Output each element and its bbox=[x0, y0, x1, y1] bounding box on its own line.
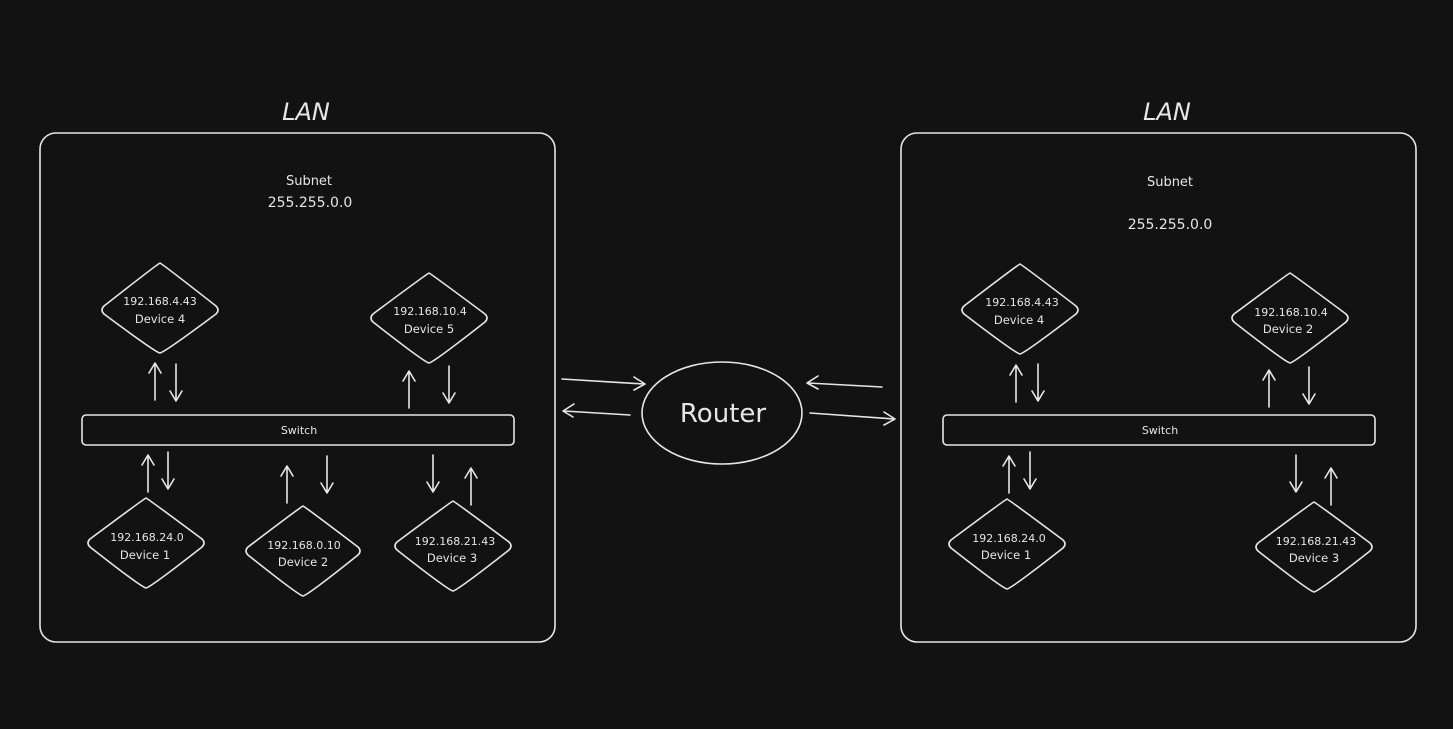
uplink-arrow bbox=[1009, 364, 1023, 403]
downlink-arrow bbox=[169, 363, 183, 402]
uplink-arrow bbox=[402, 370, 416, 409]
device-node-diamond bbox=[1231, 272, 1349, 364]
device-name: Device 1 bbox=[120, 548, 170, 562]
device-ip: 192.168.21.43 bbox=[415, 535, 495, 548]
lan-right-device-1: 192.168.24.0 Device 1 bbox=[948, 498, 1066, 590]
downlink-arrow bbox=[1031, 363, 1045, 402]
lan-right-switch bbox=[942, 414, 1376, 446]
uplink-arrow bbox=[464, 467, 478, 506]
lan-left-subnet-mask: 255.255.0.0 bbox=[268, 195, 353, 211]
lan-right-device-2: 192.168.10.4 Device 2 bbox=[1231, 272, 1349, 364]
device-name: Device 2 bbox=[1263, 322, 1313, 336]
device-node-diamond bbox=[394, 500, 512, 592]
lan-left-device-2: 192.168.0.10 Device 2 bbox=[245, 505, 361, 597]
device-node-diamond bbox=[961, 263, 1079, 355]
lan-right-device-3: 192.168.21.43 Device 3 bbox=[1255, 501, 1373, 593]
device-node-diamond bbox=[370, 272, 488, 364]
lan-left-title: LAN bbox=[282, 98, 330, 126]
device-node-diamond bbox=[87, 497, 205, 589]
device-name: Device 3 bbox=[1289, 551, 1339, 565]
uplink-arrow bbox=[148, 362, 162, 401]
lan-right-subnet-label: Subnet bbox=[1147, 175, 1193, 190]
device-ip: 192.168.10.4 bbox=[393, 305, 466, 318]
lan-left-device-4: 192.168.4.43 Device 4 bbox=[101, 262, 219, 354]
device-ip: 192.168.21.43 bbox=[1276, 535, 1356, 548]
lan-left-subnet-label: Subnet bbox=[286, 174, 332, 189]
lan-right-device-4: 192.168.4.43 Device 4 bbox=[961, 263, 1079, 355]
device-name: Device 1 bbox=[981, 548, 1031, 562]
device-name: Device 4 bbox=[135, 312, 185, 326]
device-name: Device 5 bbox=[404, 322, 454, 336]
device-ip: 192.168.4.43 bbox=[123, 295, 196, 308]
device-name: Device 3 bbox=[427, 551, 477, 565]
device-name: Device 2 bbox=[278, 555, 328, 569]
device-node-diamond bbox=[101, 262, 219, 354]
device-name: Device 4 bbox=[994, 313, 1044, 327]
lan-right: LAN Subnet 255.255.0.0 Switch 192.168.4.… bbox=[900, 98, 1417, 643]
lan-right-switch-label: Switch bbox=[1142, 424, 1178, 437]
downlink-arrow bbox=[1289, 454, 1303, 493]
router: Router bbox=[561, 361, 896, 465]
uplink-arrow bbox=[280, 465, 294, 504]
lan-left-boundary bbox=[39, 132, 556, 643]
device-ip: 192.168.24.0 bbox=[972, 532, 1045, 545]
router-label: Router bbox=[680, 399, 766, 429]
lan-left: LAN Subnet 255.255.0.0 Switch 192.168.4.… bbox=[39, 98, 556, 643]
lan-right-subnet-mask: 255.255.0.0 bbox=[1128, 217, 1213, 233]
router-link-arrow-out-left bbox=[562, 403, 631, 418]
uplink-arrow bbox=[1002, 455, 1016, 494]
device-node-diamond bbox=[245, 505, 361, 597]
uplink-arrow bbox=[1324, 467, 1338, 506]
lan-right-title: LAN bbox=[1143, 98, 1191, 126]
router-link-arrow-in-left bbox=[561, 376, 646, 391]
device-ip: 192.168.4.43 bbox=[985, 296, 1058, 309]
device-ip: 192.168.24.0 bbox=[110, 531, 183, 544]
lan-left-device-1: 192.168.24.0 Device 1 bbox=[87, 497, 205, 589]
device-node-diamond bbox=[948, 498, 1066, 590]
downlink-arrow bbox=[320, 455, 334, 494]
downlink-arrow bbox=[1302, 366, 1316, 405]
lan-left-switch bbox=[81, 414, 515, 446]
uplink-arrow bbox=[1262, 369, 1276, 408]
lan-left-device-3: 192.168.21.43 Device 3 bbox=[394, 500, 512, 592]
router-link-arrow-in-right bbox=[806, 375, 883, 390]
lan-left-switch-label: Switch bbox=[281, 424, 317, 437]
downlink-arrow bbox=[442, 365, 456, 404]
lan-right-boundary bbox=[900, 132, 1417, 643]
lan-left-device-5: 192.168.10.4 Device 5 bbox=[370, 272, 488, 364]
uplink-arrow bbox=[141, 454, 155, 493]
downlink-arrow bbox=[426, 454, 440, 493]
downlink-arrow bbox=[161, 451, 175, 490]
downlink-arrow bbox=[1023, 451, 1037, 490]
router-link-arrow-out-right bbox=[809, 411, 896, 426]
router-node bbox=[641, 361, 803, 465]
device-ip: 192.168.10.4 bbox=[1254, 306, 1327, 319]
device-ip: 192.168.0.10 bbox=[267, 539, 340, 552]
device-node-diamond bbox=[1255, 501, 1373, 593]
